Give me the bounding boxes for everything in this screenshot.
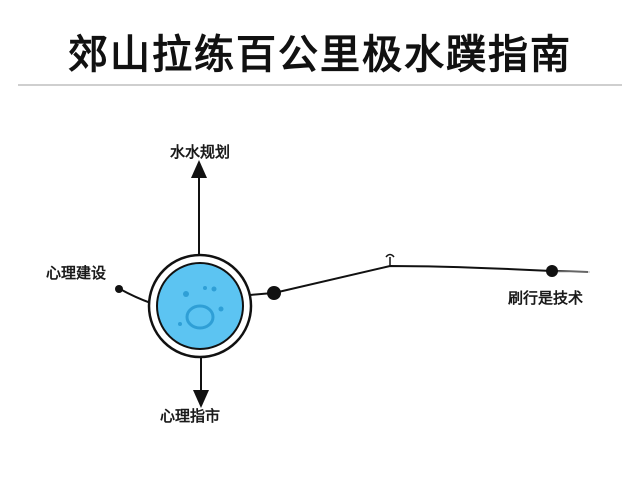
waypoint-flag-icon (385, 253, 395, 267)
branch-right-line (239, 264, 589, 297)
label-bottom: 心理指市 (160, 407, 221, 425)
branch-right-near-dot (267, 286, 281, 300)
branch-right-end-dot (546, 265, 558, 277)
label-left: 心理建设 (46, 264, 107, 282)
title-divider (18, 84, 622, 86)
label-right: 刷行是技术 (508, 289, 584, 307)
branch-left-dot (115, 285, 123, 293)
hub-icon (147, 253, 253, 359)
page-title: 郊山拉练百公里极水蹼指南 (68, 32, 572, 78)
label-top: 水水规划 (170, 143, 231, 161)
